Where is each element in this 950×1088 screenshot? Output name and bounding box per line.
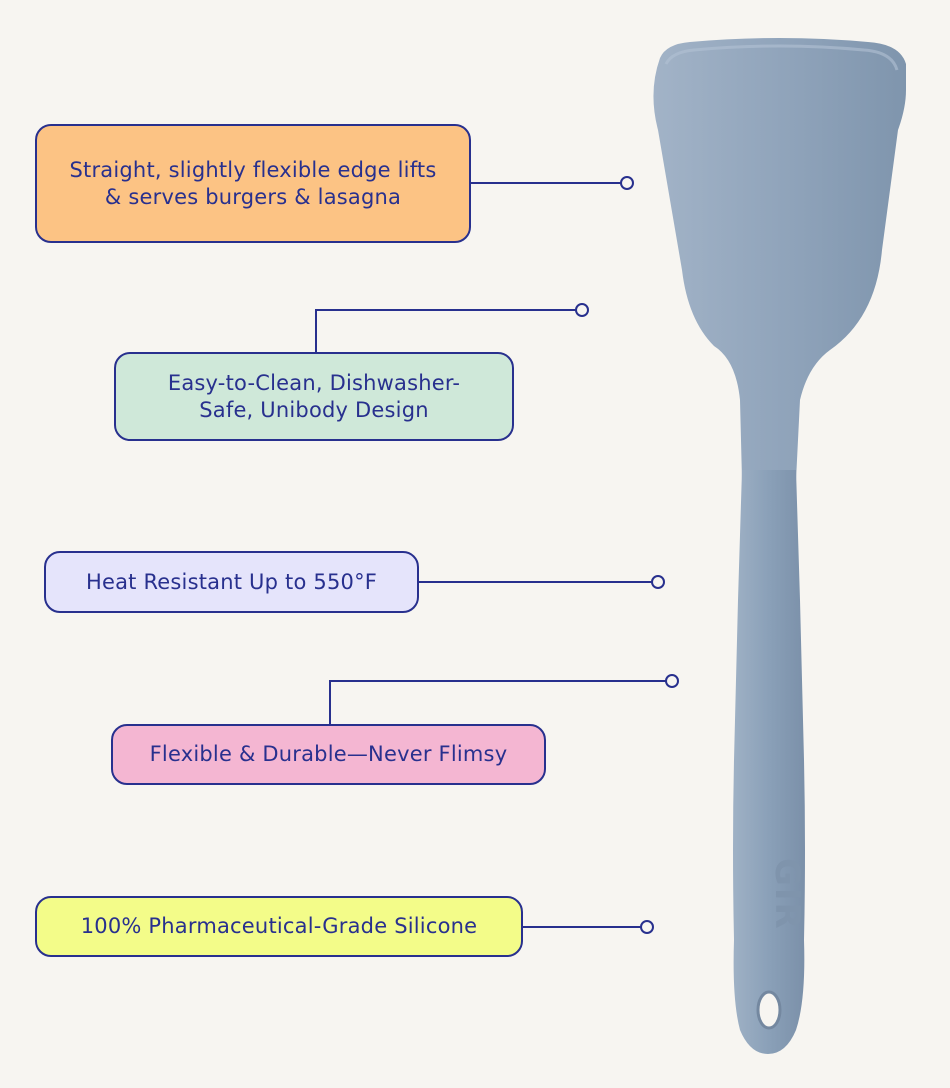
callout-clean-text: Easy-to-Clean, Dishwasher-Safe, Unibody … (167, 370, 461, 422)
leader-dot-clean (575, 303, 589, 317)
callout-flex-text: Flexible & Durable—Never Flimsy (149, 742, 508, 766)
callout-edge: Straight, slightly flexible edge lifts &… (35, 124, 471, 243)
spatula-head (653, 38, 906, 480)
handle-logo: GIR (767, 858, 807, 931)
callout-heat-text: Heat Resistant Up to 550°F (85, 569, 378, 594)
leader-dot-edge (620, 176, 634, 190)
leader-dot-silicone (640, 920, 654, 934)
leader-dot-heat (651, 575, 665, 589)
leader-line-clean (315, 309, 576, 352)
callout-silicone-text: 100% Pharmaceutical-Grade Silicone (80, 914, 478, 938)
callout-heat: Heat Resistant Up to 550°F (44, 551, 419, 613)
leader-dot-flex (665, 674, 679, 688)
leader-line-flex (329, 680, 666, 724)
hang-hole (756, 990, 782, 1030)
callout-clean: Easy-to-Clean, Dishwasher-Safe, Unibody … (114, 352, 514, 441)
spatula-head-rim (664, 44, 899, 71)
callout-edge-text: Straight, slightly flexible edge lifts &… (69, 157, 437, 209)
spatula-handle (733, 470, 805, 1054)
callout-flex: Flexible & Durable—Never Flimsy (111, 724, 546, 785)
callout-silicone: 100% Pharmaceutical-Grade Silicone (35, 896, 523, 957)
